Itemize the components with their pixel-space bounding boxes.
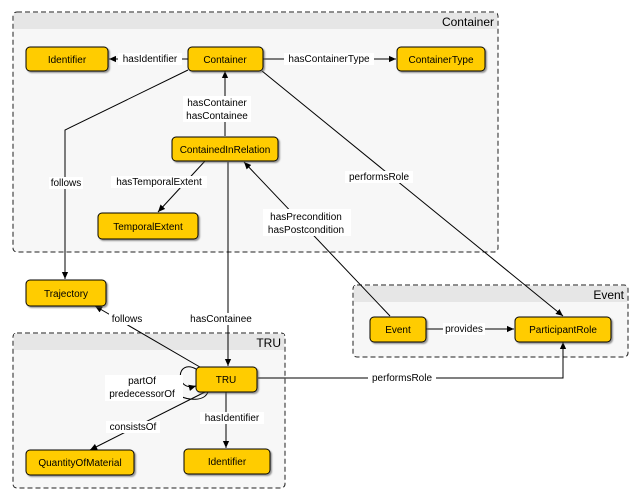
node-container[interactable]: Container (187, 46, 264, 72)
group-tru-title: TRU (256, 336, 281, 350)
edge-label-has-postcondition: hasPostcondition (268, 225, 344, 236)
edge-label-performs-role-tru: performsRole (372, 373, 432, 384)
edge-follows-tru: follows (94, 305, 206, 371)
edge-follows-container: follows (49, 69, 189, 279)
node-label-quantity-of-material: QuantityOfMaterial (38, 458, 121, 469)
node-trajectory[interactable]: Trajectory (25, 279, 107, 307)
edge-label-has-identifier-top: hasIdentifier (123, 54, 178, 65)
edge-consists-of: consistsOf (89, 391, 206, 451)
edge-label-predecessor-of: predecessorOf (109, 389, 175, 400)
group-container-title: Container (442, 15, 494, 29)
group-container: Container (12, 11, 499, 253)
node-label-trajectory: Trajectory (44, 289, 88, 300)
node-event[interactable]: Event (369, 316, 427, 343)
edge-has-container-type: hasContainerType (263, 53, 396, 65)
edge-has-containee-bottom: hasContainee (188, 162, 254, 366)
edge-label-part-of: partOf (128, 376, 156, 387)
node-quantity-of-material[interactable]: QuantityOfMaterial (25, 449, 135, 476)
edge-label-provides: provides (445, 324, 483, 335)
edge-label-has-precondition: hasPrecondition (270, 212, 342, 223)
edge-performs-role-container: performsRole (261, 70, 564, 317)
edge-has-identifier-bottom: hasIdentifier (200, 392, 264, 448)
edge-label-follows-tru: follows (112, 314, 143, 325)
node-temporal-extent[interactable]: TemporalExtent (97, 212, 199, 240)
edge-label-has-container-type: hasContainerType (288, 54, 370, 65)
edge-label-has-container: hasContainer (187, 98, 247, 109)
edge-has-container: hasContainer hasContainee (183, 71, 251, 136)
edge-label-follows-container: follows (51, 178, 82, 189)
edge-label-consists-of: consistsOf (110, 422, 157, 433)
node-contained-in-relation[interactable]: ContainedInRelation (171, 136, 279, 162)
edge-label-performs-role-container: performsRole (349, 172, 409, 183)
node-tru[interactable]: TRU (195, 366, 258, 393)
edge-self-loop-tru: partOf predecessorOf (105, 366, 209, 401)
edge-label-has-identifier-bottom: hasIdentifier (205, 413, 260, 424)
node-identifier-bottom[interactable]: Identifier (183, 448, 271, 475)
node-label-contained-in-relation: ContainedInRelation (180, 145, 271, 156)
node-label-event: Event (385, 325, 411, 336)
node-identifier-top[interactable]: Identifier (25, 46, 109, 72)
node-label-participant-role: ParticipantRole (529, 325, 597, 336)
edge-label-has-temporal-extent: hasTemporalExtent (116, 177, 202, 188)
edge-provides: provides (426, 323, 514, 335)
node-participant-role[interactable]: ParticipantRole (514, 316, 612, 343)
group-event-title: Event (593, 288, 624, 302)
edge-performs-role-tru: performsRole (258, 342, 567, 384)
edge-label-has-containee-top: hasContainee (186, 111, 248, 122)
node-label-container-type: ContainerType (408, 55, 473, 66)
node-label-identifier-bottom: Identifier (208, 457, 247, 468)
edge-has-precondition: hasPrecondition hasPostcondition (243, 161, 391, 317)
node-label-tru: TRU (216, 375, 237, 386)
node-container-type[interactable]: ContainerType (396, 46, 486, 72)
node-label-temporal-extent: TemporalExtent (113, 222, 183, 233)
edge-has-identifier-top: hasIdentifier (109, 53, 188, 65)
edge-has-temporal-extent: hasTemporalExtent (111, 160, 207, 213)
edge-label-has-containee-bottom: hasContainee (190, 314, 252, 325)
node-label-identifier-top: Identifier (48, 55, 87, 66)
node-label-container: Container (203, 55, 247, 66)
